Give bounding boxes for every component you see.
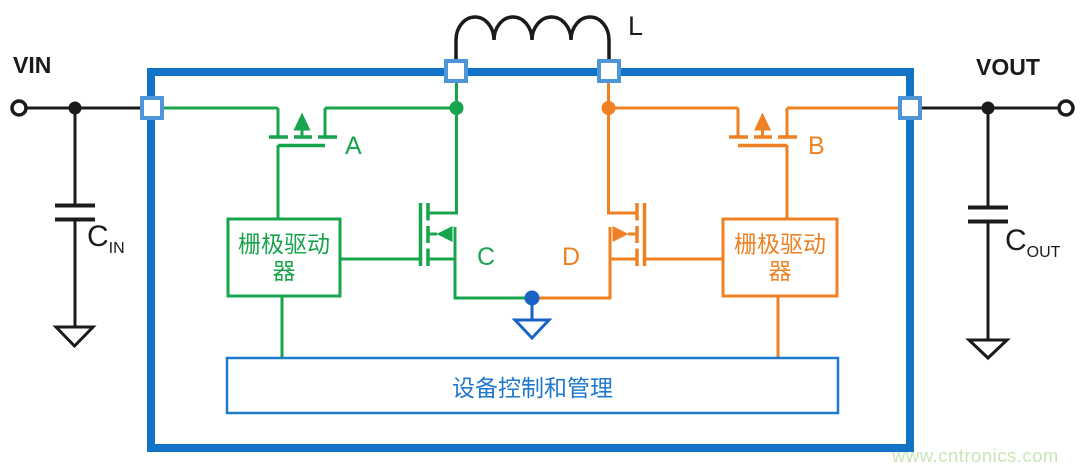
- pin-vout: [898, 96, 922, 120]
- vin-terminal-circle: [10, 99, 28, 117]
- fet-c-source-wire: [429, 227, 528, 300]
- fet-a-body-arrow: [293, 112, 311, 131]
- cout-ground-symbol: [965, 338, 1011, 361]
- gate-driver-left-box: [226, 217, 342, 358]
- fet-c-symbol: [341, 82, 528, 300]
- cin-ground-symbol: [52, 325, 97, 349]
- gate-driver-left-line1: 栅极驱动: [238, 230, 330, 257]
- cout-capacitor-plates: [968, 205, 1008, 224]
- fet-c-drain-wire: [429, 82, 458, 215]
- vin-label: VIN: [13, 52, 52, 78]
- watermark: www.cntronics.com: [892, 445, 1059, 466]
- cout-label: COUT: [1005, 224, 1060, 262]
- power-ground-node: [511, 290, 553, 341]
- ground-junction-dot: [524, 290, 540, 306]
- sw2-node-dot: [601, 101, 616, 115]
- fet-c-body-arrow: [436, 226, 453, 242]
- cin-capacitor-plates: [55, 203, 95, 222]
- gate-driver-right-label: 栅极驱动 器: [723, 219, 837, 296]
- pin-vin: [140, 96, 164, 120]
- cin-symbol: C: [87, 220, 109, 253]
- vout-terminal-branch: [920, 99, 1075, 361]
- ic-outline: [147, 68, 914, 452]
- fet-d-label: D: [562, 243, 581, 271]
- fet-d-symbol: [537, 82, 724, 300]
- ic-pins: [140, 59, 922, 120]
- gate-driver-right-line1: 栅极驱动: [734, 230, 826, 257]
- cin-subscript: IN: [108, 240, 125, 257]
- fet-d-body-arrow: [612, 226, 629, 242]
- gate-driver-left-label: 栅极驱动 器: [228, 219, 340, 296]
- fet-d-source-wire: [537, 227, 636, 300]
- fet-b-label: B: [808, 132, 825, 160]
- fet-a-label: A: [345, 132, 362, 160]
- inductor-label: L: [628, 11, 644, 41]
- pin-sw2: [597, 59, 621, 83]
- gate-driver-right-line2: 器: [768, 257, 792, 284]
- vout-label: VOUT: [976, 54, 1040, 80]
- gate-driver-left-line2: 器: [272, 257, 296, 284]
- fet-b-body-arrow: [754, 112, 771, 131]
- gate-driver-right-box: [721, 217, 839, 358]
- control-box: [225, 356, 840, 415]
- inductor-symbol: [454, 15, 611, 62]
- cout-subscript: OUT: [1026, 244, 1061, 261]
- fet-a-symbol: [162, 106, 451, 220]
- pin-sw1: [444, 59, 468, 83]
- cin-label: CIN: [87, 220, 125, 258]
- control-box-label: 设备控制和管理: [452, 374, 613, 401]
- vout-terminal-circle: [1057, 99, 1075, 117]
- sw1-node-dot: [449, 101, 464, 115]
- vin-terminal-branch: [10, 99, 142, 349]
- cout-symbol: C: [1005, 224, 1027, 257]
- fet-d-drain-wire: [607, 82, 636, 215]
- fet-b-symbol: [615, 106, 901, 220]
- fet-c-label: C: [477, 243, 496, 271]
- power-ground-symbol: [511, 318, 553, 341]
